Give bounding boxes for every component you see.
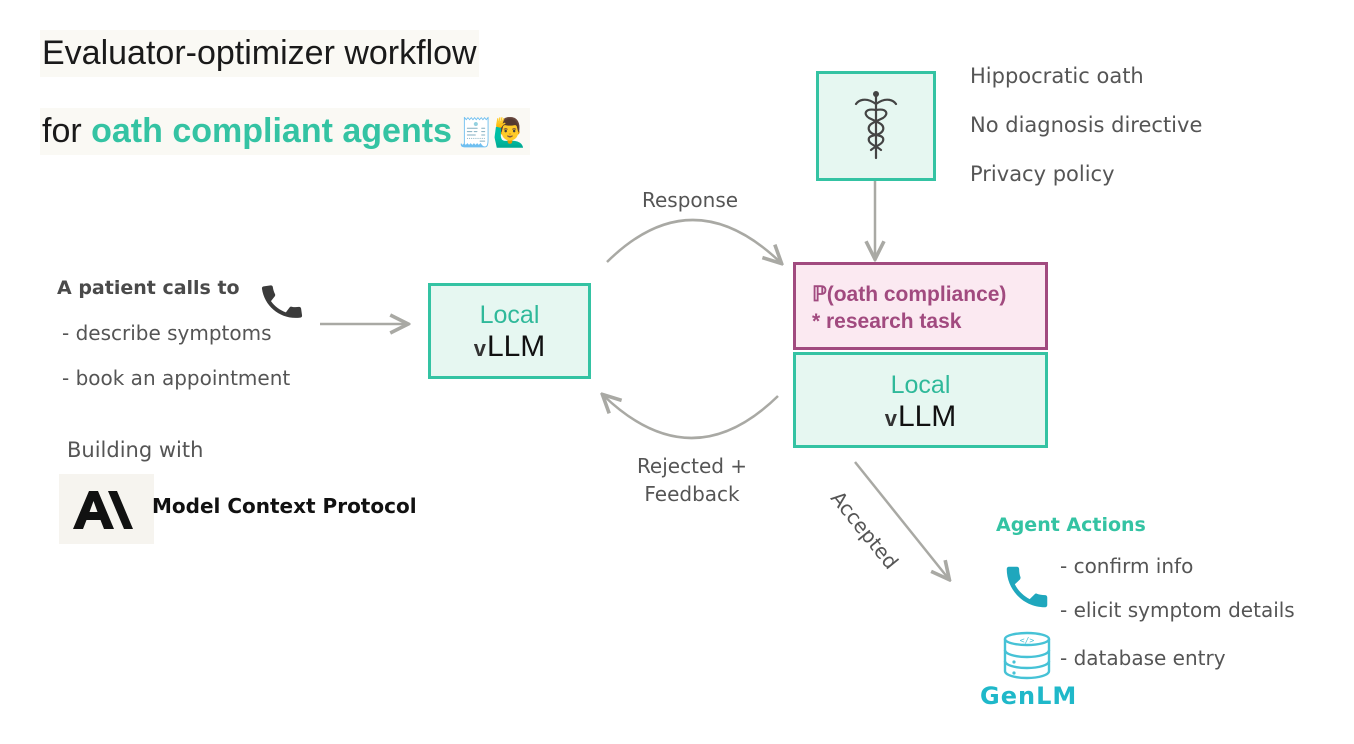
subtitle-accent: oath compliant agents (91, 112, 452, 150)
llm-text: LLM (897, 400, 957, 433)
policy-item-3: Privacy policy (970, 162, 1115, 186)
genlm-logo: GenLM (980, 682, 1078, 710)
patient-heading: A patient calls to (57, 277, 240, 299)
receipt-raising-hand-emoji: 🧾🙋‍♂️ (457, 117, 528, 148)
compliance-line-2: * research task (812, 310, 962, 333)
policy-item-1: Hippocratic oath (970, 64, 1144, 88)
anthropic-logo-mark (73, 491, 133, 529)
mcp-label: Model Context Protocol (152, 494, 417, 518)
local-llm-box-evaluator: Local vLLM (793, 352, 1048, 448)
anthropic-logo (59, 474, 154, 544)
accepted-arrow (854, 461, 948, 578)
agent-actions-title: Agent Actions (996, 514, 1146, 536)
local-llm-box-line1: Local (479, 301, 540, 329)
svg-text:</>: </> (1020, 636, 1035, 645)
compliance-line-1: ℙ(oath compliance) (812, 283, 1007, 306)
local-llm-box-line2: vLLM (796, 400, 1045, 434)
rejected-feedback-arrow (604, 396, 779, 440)
agent-action-3: - database entry (1060, 646, 1226, 670)
caduceus-icon (854, 91, 898, 160)
local-llm-box-line1: Local (890, 371, 951, 399)
policy-item-2: No diagnosis directive (970, 113, 1203, 137)
vllm-logo-icon: v (884, 406, 897, 431)
llm-text: LLM (486, 330, 546, 363)
building-with-label: Building with (67, 438, 204, 462)
page-subtitle: for oath compliant agents🧾🙋‍♂️ (40, 108, 530, 155)
response-label: Response (642, 188, 739, 212)
page-title: Evaluator-optimizer workflow (40, 30, 479, 77)
response-arrow (606, 218, 780, 262)
rejected-label: Rejected + (636, 454, 748, 478)
phone-icon (261, 285, 303, 318)
vllm-logo-icon: v (473, 336, 486, 361)
local-llm-box-generator: Local vLLM (428, 283, 591, 379)
phone-icon (1006, 566, 1048, 608)
local-llm-box-line2: vLLM (431, 330, 588, 364)
agent-action-2: - elicit symptom details (1060, 598, 1295, 622)
oath-compliance-box: ℙ(oath compliance) * research task (793, 262, 1048, 350)
feedback-label: Feedback (644, 482, 740, 506)
agent-action-1: - confirm info (1060, 554, 1194, 578)
rejected-feedback-label: Rejected + Feedback (626, 452, 758, 508)
oath-policy-box (816, 71, 936, 181)
patient-item-2: - book an appointment (62, 366, 291, 390)
subtitle-prefix: for (42, 112, 92, 150)
patient-item-1: - describe symptoms (62, 321, 272, 345)
database-icon: </> (1003, 631, 1051, 680)
